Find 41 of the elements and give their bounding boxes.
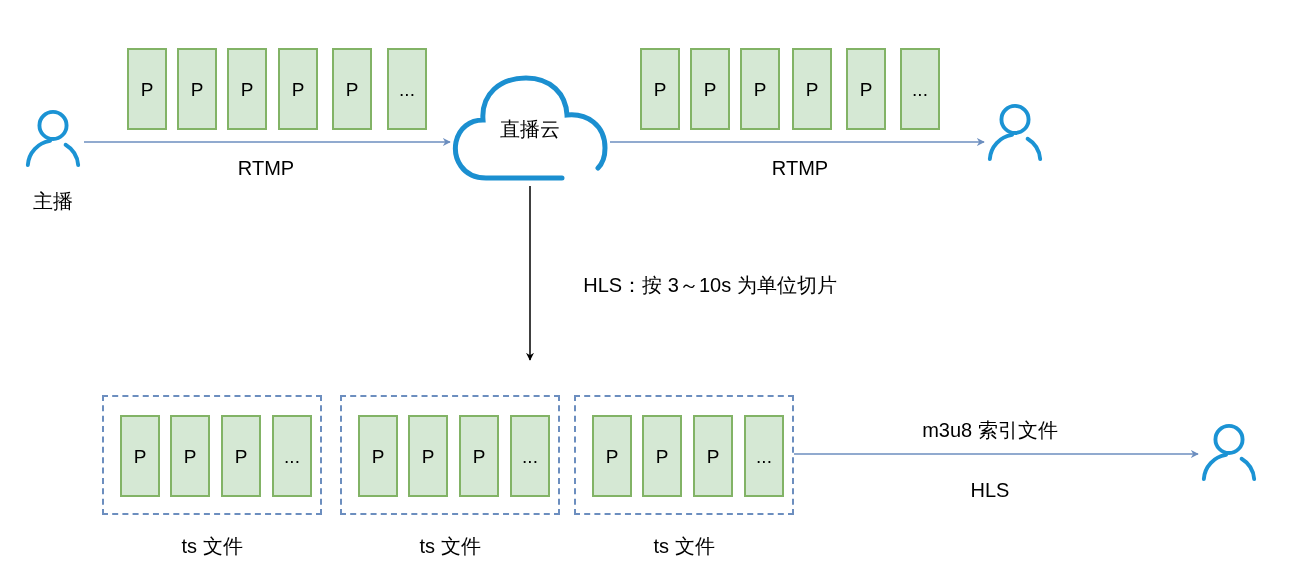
node-caption: ts 文件 xyxy=(419,534,481,559)
packet-box: P xyxy=(592,415,632,497)
edge-label: RTMP xyxy=(237,156,295,181)
arrow xyxy=(83,138,451,146)
packet-box: P xyxy=(170,415,210,497)
packet-box: P xyxy=(177,48,217,130)
arrow xyxy=(526,185,534,361)
packet-box: P xyxy=(792,48,832,130)
arrow xyxy=(609,138,985,146)
packet-box: P xyxy=(693,415,733,497)
packet-box: P xyxy=(846,48,886,130)
edge-label: RTMP xyxy=(771,156,829,181)
packet-box: ... xyxy=(744,415,784,497)
dashed-group-box xyxy=(340,395,560,515)
packet-box: P xyxy=(690,48,730,130)
packet-box: P xyxy=(227,48,267,130)
edge-label: HLS：按 3～10s 为单位切片 xyxy=(583,273,837,298)
packet-box: ... xyxy=(900,48,940,130)
packet-box: P xyxy=(408,415,448,497)
packet-box: P xyxy=(642,415,682,497)
packet-box: P xyxy=(740,48,780,130)
node-caption: ts 文件 xyxy=(653,534,715,559)
packet-box: P xyxy=(221,415,261,497)
arrow xyxy=(793,450,1199,458)
edge-label: m3u8 索引文件 xyxy=(922,418,1058,443)
packet-box: P xyxy=(459,415,499,497)
dashed-group-box xyxy=(574,395,794,515)
packet-box: P xyxy=(358,415,398,497)
packet-box: P xyxy=(278,48,318,130)
packet-box: ... xyxy=(387,48,427,130)
node-caption: 主播 xyxy=(33,189,73,214)
packet-box: ... xyxy=(510,415,550,497)
packet-box: P xyxy=(127,48,167,130)
packet-box: P xyxy=(120,415,160,497)
packet-box: P xyxy=(332,48,372,130)
cloud-node: 直播云 xyxy=(450,72,610,186)
protocol-label: HLS xyxy=(970,478,1010,503)
packet-box: P xyxy=(640,48,680,130)
packet-box: ... xyxy=(272,415,312,497)
node-caption: ts 文件 xyxy=(181,534,243,559)
dashed-group-box xyxy=(102,395,322,515)
